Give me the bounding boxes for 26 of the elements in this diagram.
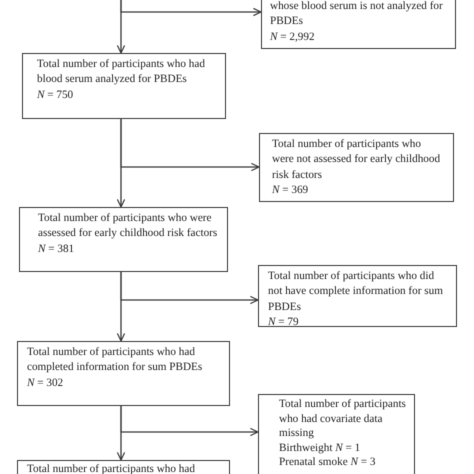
box-text: N = 381 (38, 242, 76, 257)
box-text: N = 750 (37, 88, 74, 103)
arrow (120, 119, 260, 172)
box-text: whose blood serum is not analyzed for PBDEs (270, 0, 444, 30)
process-box (261, 0, 456, 49)
box-text: N = 2,992 (270, 30, 316, 45)
arrow (120, 272, 259, 304)
process-box (19, 207, 228, 272)
box-text: N = 79 (268, 315, 300, 330)
box-text: N = 302 (27, 376, 64, 391)
process-box (259, 133, 454, 202)
box-text: Total number of participants who did not have complete information for sum PBDEs (268, 269, 444, 315)
arrow (120, 0, 262, 16)
process-box (258, 265, 457, 327)
box-text: Total number of participants who were not assessed for early childhood risk factors (272, 137, 442, 183)
box-text: Prenatal smoke N = 3 (279, 455, 376, 470)
box-text: Total number of participants who were assessed for early childhood risk factors (38, 211, 218, 242)
box-text: Total number of participants who had completed information for sum PBDEs (27, 345, 204, 376)
box-text: Total number of participants who had blood serum analyzed for PBDEs (37, 57, 206, 88)
box-text: Total number of participants who had covariate data missing (279, 397, 407, 441)
process-box (258, 394, 415, 474)
box-text: N = 369 (272, 183, 310, 198)
box-text: Birthweight N = 1 (279, 440, 362, 456)
process-box (22, 53, 226, 119)
arrow (120, 406, 259, 436)
process-box (17, 341, 230, 406)
